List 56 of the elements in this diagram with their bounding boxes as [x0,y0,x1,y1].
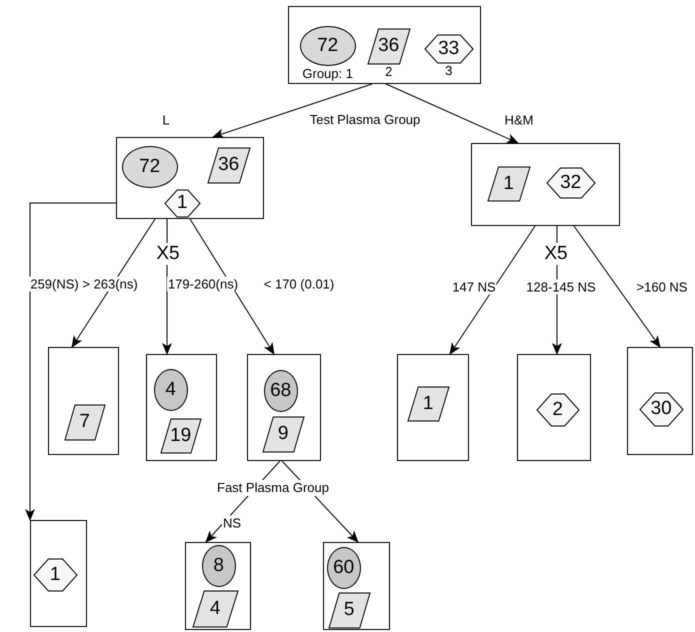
group-box [517,354,591,461]
group-box [627,347,693,455]
edge-label: 259(NS) > 263(ns) [29,276,139,292]
group-number: Group: 1 [302,66,353,81]
group-number: 2 [385,64,392,79]
group-box [146,354,217,461]
count-parallelogram: 36 [368,28,410,64]
count-parallelogram: 1 [408,386,449,421]
arrow [71,218,156,348]
edge-label: L [161,112,171,128]
count-ellipse: 72 [300,26,356,66]
group-box [116,137,264,219]
count-hexagon: 1 [164,190,200,217]
group-box [323,542,390,630]
arrow [212,84,372,138]
arrow [573,226,661,348]
count-hexagon: 1 [34,558,77,591]
multiplier-label: X5 [543,243,569,265]
count-parallelogram: 7 [64,404,105,440]
group-box [247,354,321,461]
count-ellipse: 72 [122,146,178,188]
group-number: 3 [445,64,452,78]
count-parallelogram: 5 [328,592,370,628]
count-parallelogram: 1 [488,166,530,201]
edge-label: 128-145 NS [525,280,597,294]
arrow [386,84,519,144]
count-hexagon: 33 [424,34,473,63]
count-parallelogram: 4 [192,590,238,627]
count-hexagon: 2 [536,394,579,426]
group-box [48,347,119,455]
multiplier-label: X5 [155,243,181,265]
count-hexagon: 30 [640,392,683,426]
group-title: Test Plasma Group [308,112,422,128]
count-ellipse: 68 [264,370,298,412]
edge-label: >160 NS [636,280,688,294]
count-hexagon: 32 [546,168,595,198]
group-box [397,354,469,461]
edge-label: NS [222,516,242,530]
edge-label: 179-260(ns) [166,276,240,292]
edge-label: H&M [504,112,534,128]
arrow [190,218,275,355]
count-parallelogram: 9 [262,416,304,452]
count-parallelogram: 36 [208,148,250,183]
group-box [185,542,251,630]
group-title: Fast Plasma Group [216,480,330,496]
group-box [30,520,87,627]
count-ellipse: 8 [202,544,236,587]
edge-label: 147 NS [451,280,497,294]
arrow [449,226,536,355]
count-ellipse: 60 [326,546,361,589]
count-ellipse: 4 [154,368,188,411]
edge-label: < 170 (0.01) [262,276,336,292]
arrow [25,202,116,521]
count-parallelogram: 19 [160,418,201,453]
group-box [471,143,620,226]
group-box [288,6,481,84]
